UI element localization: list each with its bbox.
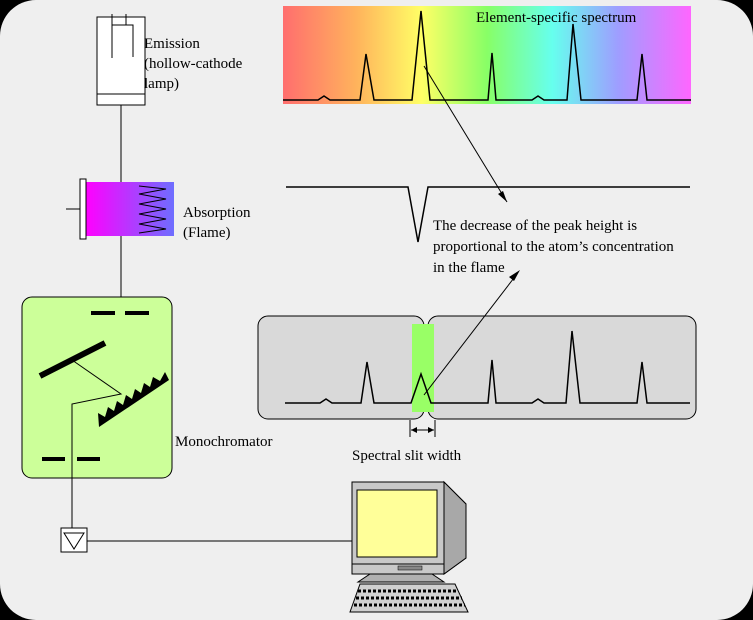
emission-spectrum — [283, 6, 691, 104]
label-emission-source: (hollow-cathode — [144, 56, 243, 72]
note-line-1: The decrease of the peak height is — [433, 218, 637, 234]
label-absorption: Absorption — [183, 205, 251, 221]
label-flame: (Flame) — [183, 225, 230, 241]
label-spectrum-title: Element-specific spectrum — [476, 10, 637, 26]
arrow-to-slit-peak — [423, 270, 520, 396]
hollow-cathode-lamp — [96, 14, 146, 106]
flame-burner — [66, 178, 174, 240]
label-monochromator: Monochromator — [175, 434, 272, 450]
absorption-trace — [286, 186, 690, 243]
label-slit-width: Spectral slit width — [352, 448, 462, 464]
computer-icon — [349, 480, 469, 613]
filtered-spectrum-trace — [285, 330, 690, 404]
label-emission-lamp: lamp) — [144, 76, 179, 92]
note-line-3: in the flame — [433, 260, 505, 276]
detector-amplifier — [60, 527, 88, 553]
note-line-2: proportional to the atom’s concentration — [433, 239, 674, 255]
label-emission: Emission — [144, 36, 200, 52]
arrow-to-spectrum-peak — [423, 65, 508, 203]
spectral-slit — [412, 324, 434, 412]
monochromator-box — [21, 296, 173, 479]
slit-width-marker — [409, 420, 436, 437]
